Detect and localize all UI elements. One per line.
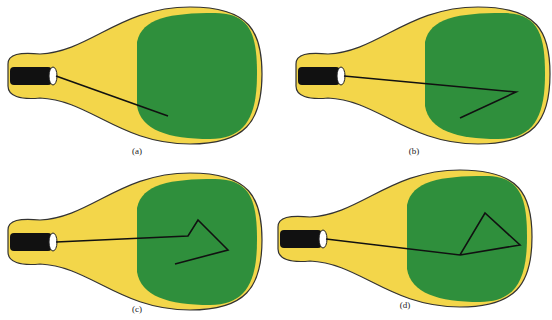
panel-c: [8, 173, 262, 310]
panel-label: (d): [400, 300, 411, 310]
panel-d: [278, 170, 532, 307]
panel-a: [8, 7, 262, 144]
panel-label: (b): [409, 146, 420, 156]
panel-b: [296, 7, 550, 144]
panel-label: (a): [132, 146, 142, 156]
panel-label: (c): [132, 304, 142, 314]
